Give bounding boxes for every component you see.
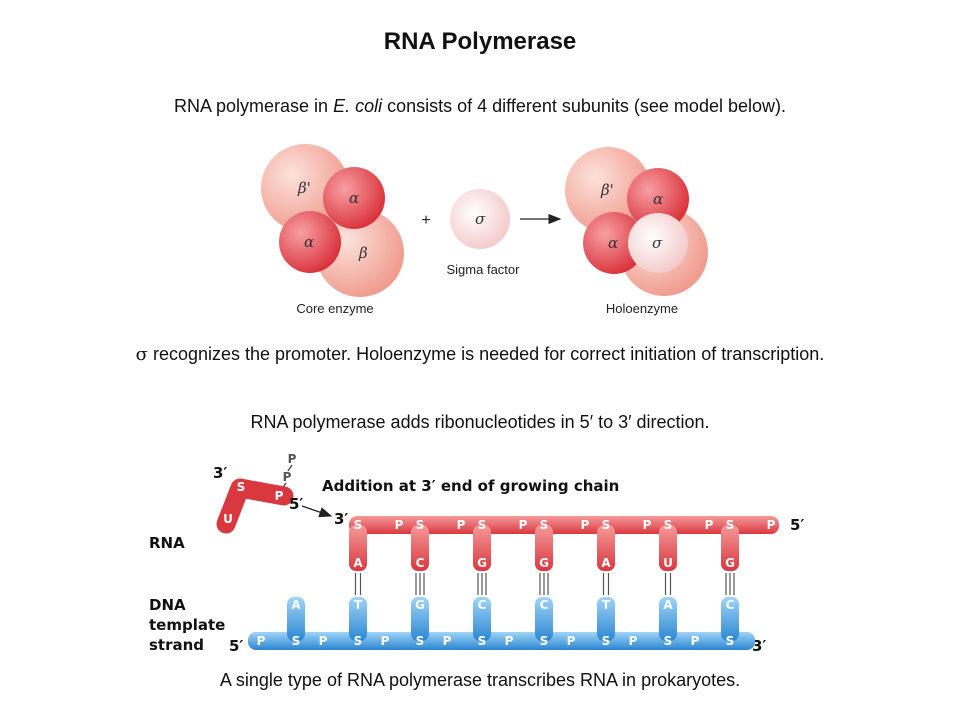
rna-phosphate: P	[519, 518, 528, 532]
dna-phosphate: P	[505, 634, 514, 648]
rna-sugar: S	[354, 518, 363, 532]
rna-sugar: S	[540, 518, 549, 532]
core-beta-prime-label: β'	[297, 179, 311, 197]
dna-phosphate: P	[257, 634, 266, 648]
incoming-sugar: S	[237, 480, 246, 494]
rna-3prime-label: 3′	[334, 510, 348, 528]
incoming-phosphate-1: P	[288, 452, 297, 466]
core-alpha-label-2: α	[304, 233, 314, 251]
core-enzyme: β' α α β Core enzyme	[261, 144, 404, 316]
rna-phosphate: P	[705, 518, 714, 532]
rna-phosphate: P	[457, 518, 466, 532]
rna-sugar: S	[478, 518, 487, 532]
dna-sugar: S	[602, 634, 611, 648]
rna-phosphate: P	[581, 518, 590, 532]
rna-base: A	[353, 556, 363, 570]
rna-phosphate: P	[395, 518, 404, 532]
dna-label-1: DNA	[149, 596, 186, 614]
dna-sugar: S	[478, 634, 487, 648]
dna-phosphate: P	[443, 634, 452, 648]
dna-base: A	[663, 598, 673, 612]
rna-phosphate: P	[767, 518, 776, 532]
dna-label-3: strand	[149, 636, 204, 654]
dna-label-2: template	[149, 616, 225, 634]
holo-sigma-label: σ	[652, 234, 663, 252]
core-enzyme-label: Core enzyme	[296, 301, 373, 316]
dna-phosphate: P	[381, 634, 390, 648]
dna-sugar: S	[726, 634, 735, 648]
addition-arrow	[302, 506, 331, 516]
plus-sign: +	[421, 212, 430, 229]
base-pairing-lines	[356, 573, 735, 595]
incoming-phosphate-2: P	[283, 470, 292, 484]
dna-template-strand: P S A P S T P S G P S C P S C P S T P S A P S C	[248, 597, 755, 650]
core-alpha-label-1: α	[349, 189, 359, 207]
rna-sugar: S	[602, 518, 611, 532]
incoming-nucleotide: P P S P U 3′ 5′	[213, 452, 303, 526]
dna-base: T	[354, 598, 363, 612]
addition-label: Addition at 3′ end of growing chain	[322, 477, 619, 495]
dna-base: C	[726, 598, 735, 612]
dna-phosphate: P	[629, 634, 638, 648]
dna-sugar: S	[354, 634, 363, 648]
dna-sugar: S	[416, 634, 425, 648]
dna-5prime-label: 5′	[229, 637, 243, 655]
dna-phosphate: P	[567, 634, 576, 648]
rna-base: G	[539, 556, 549, 570]
holo-alpha-label-1: α	[653, 190, 663, 208]
dna-base: C	[540, 598, 549, 612]
dna-phosphate: P	[319, 634, 328, 648]
incoming-phosphate-3: P	[275, 489, 284, 503]
dna-sugar: S	[540, 634, 549, 648]
rna-base: G	[725, 556, 735, 570]
sigma-factor: σ Sigma factor	[447, 189, 521, 277]
sigma-subunit-label: σ	[475, 210, 486, 228]
dna-sugar: S	[292, 634, 301, 648]
core-beta-label: β	[358, 244, 368, 262]
holoenzyme-label: Holoenzyme	[606, 301, 678, 316]
dna-phosphate: P	[691, 634, 700, 648]
rna-phosphate: P	[643, 518, 652, 532]
dna-base: C	[478, 598, 487, 612]
rna-5prime-label: 5′	[790, 516, 804, 534]
sigma-factor-label: Sigma factor	[447, 262, 521, 277]
rna-sugar: S	[416, 518, 425, 532]
rna-base: U	[663, 556, 673, 570]
rna-base: G	[477, 556, 487, 570]
rna-base: A	[601, 556, 611, 570]
rna-label: RNA	[149, 534, 185, 552]
dna-base: T	[602, 598, 611, 612]
rna-sugar: S	[664, 518, 673, 532]
dna-base: G	[415, 598, 425, 612]
dna-base: A	[291, 598, 301, 612]
holo-beta-prime-label: β'	[600, 181, 614, 199]
incoming-5prime-label: 5′	[289, 495, 303, 513]
dna-sugar: S	[664, 634, 673, 648]
holo-alpha-label-2: α	[608, 234, 618, 252]
holoenzyme: β' α α σ Holoenzyme	[565, 147, 708, 316]
rna-sugar: S	[726, 518, 735, 532]
incoming-base: U	[223, 512, 233, 526]
rna-base: C	[416, 556, 425, 570]
incoming-3prime-label: 3′	[213, 464, 227, 482]
